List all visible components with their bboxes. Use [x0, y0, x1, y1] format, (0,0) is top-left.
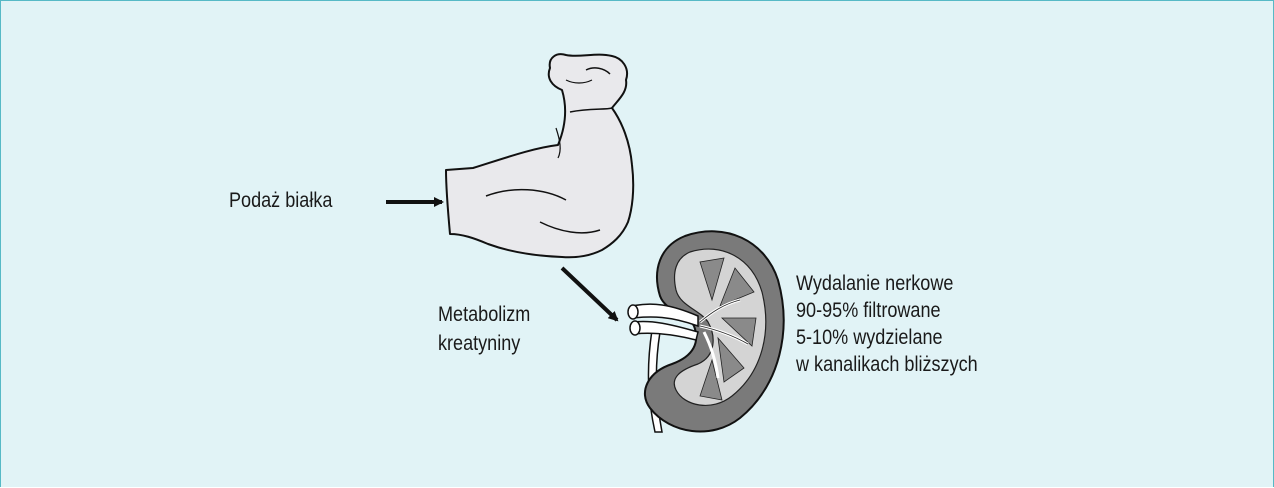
metabolism-line-2: kreatyniny	[438, 329, 530, 358]
flexed-arm-icon	[446, 54, 633, 257]
excretion-line-4: w kanalikach bliższych	[796, 351, 978, 378]
kidney-icon	[628, 231, 784, 432]
protein-intake-label: Podaż białka	[229, 187, 332, 214]
metabolism-arrow	[562, 268, 617, 320]
excretion-line-3: 5-10% wydzielane	[796, 324, 978, 351]
protein-intake-text: Podaż białka	[229, 187, 332, 214]
excretion-label: Wydalanie nerkowe 90-95% filtrowane 5-10…	[796, 270, 978, 378]
excretion-line-1: Wydalanie nerkowe	[796, 270, 978, 297]
excretion-line-2: 90-95% filtrowane	[796, 297, 978, 324]
metabolism-label: Metabolizm kreatyniny	[438, 300, 530, 358]
metabolism-line-1: Metabolizm	[438, 300, 530, 329]
